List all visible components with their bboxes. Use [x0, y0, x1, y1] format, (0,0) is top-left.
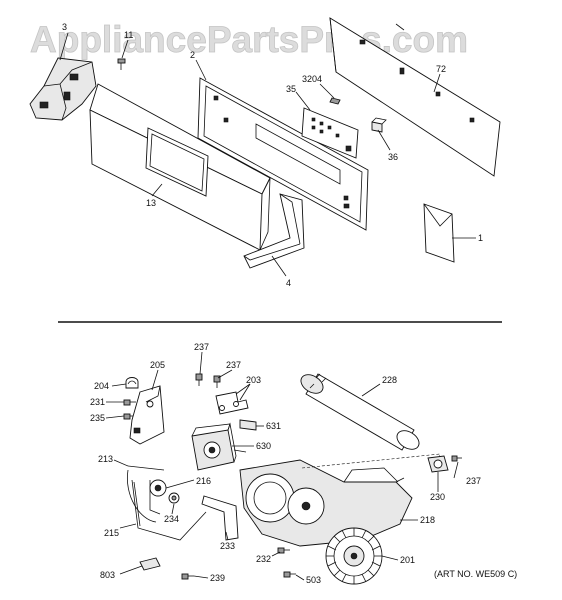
part-215-harness: [131, 479, 207, 541]
callout-1: 1: [478, 233, 483, 243]
callout-3: 3: [62, 22, 67, 32]
part-630-motor: [191, 422, 247, 471]
part-231-screw: [123, 399, 136, 406]
callout-230: 230: [430, 492, 445, 502]
callout-36: 36: [388, 152, 398, 162]
part-216-idler-pulley: [149, 479, 167, 515]
part-4-bracket: [243, 193, 305, 269]
part-35-control-board: [301, 107, 359, 159]
callout-237-c: 237: [466, 476, 481, 486]
part-1-literature: [423, 203, 455, 263]
part-3-end-cap: [29, 57, 97, 121]
callout-803: 803: [100, 570, 115, 580]
assembly-guide: [301, 453, 441, 469]
callout-213: 213: [98, 454, 113, 464]
callout-233: 233: [220, 541, 235, 551]
callout-4: 4: [286, 278, 291, 288]
callout-630: 630: [256, 441, 271, 451]
callout-231: 231: [90, 397, 105, 407]
part-234-pulley: [168, 492, 180, 504]
part-72-back-panel: [329, 17, 501, 177]
part-503-screw: [283, 571, 296, 578]
callout-218: 218: [420, 515, 435, 525]
art-number: (ART NO. WE509 C): [434, 569, 517, 579]
callout-237-b: 237: [226, 360, 241, 370]
part-218-blower-housing: [239, 459, 413, 547]
callout-239: 239: [210, 573, 225, 583]
part-230-thermostat: [427, 455, 449, 473]
callout-215: 215: [104, 528, 119, 538]
part-237-screw-a: [195, 373, 203, 386]
part-213-belt: [126, 465, 165, 523]
part-205-motor-bracket: [129, 385, 165, 445]
watermark-text: AppliancePartsPros.com: [30, 19, 468, 60]
lower-callouts: 237 205 237 203 228 204 231 235 631 630 …: [90, 342, 481, 585]
upper-callouts: 3 11 2 3204 35 72 36 13 4 1: [62, 22, 483, 288]
part-239-screw: [181, 573, 194, 580]
part-237-screw-c: [451, 455, 462, 462]
callout-2: 2: [190, 50, 195, 60]
callout-234: 234: [164, 514, 179, 524]
part-237-screw-b: [213, 375, 221, 388]
part-803-switch: [139, 557, 161, 571]
callout-203: 203: [246, 375, 261, 385]
part-203-switch-clips: [215, 391, 249, 415]
callout-3204: 3204: [302, 74, 322, 84]
callout-237-a: 237: [194, 342, 209, 352]
callout-631: 631: [266, 421, 281, 431]
part-36-knob: [371, 117, 387, 133]
part-233-base: [201, 495, 239, 541]
upper-leader-lines: [59, 32, 476, 277]
lower-leader-lines: [105, 351, 459, 581]
callout-228: 228: [382, 375, 397, 385]
part-201-blower-wheel: [325, 527, 383, 585]
part-232-screw: [277, 547, 290, 554]
callout-13: 13: [146, 198, 156, 208]
callout-216: 216: [196, 476, 211, 486]
callout-205: 205: [150, 360, 165, 370]
callout-35: 35: [286, 84, 296, 94]
part-228-duct: [300, 373, 420, 451]
part-11-screw: [117, 58, 126, 70]
callout-204: 204: [94, 381, 109, 391]
callout-201: 201: [400, 555, 415, 565]
callout-235: 235: [90, 413, 105, 423]
callout-11: 11: [124, 30, 133, 40]
callout-503: 503: [306, 575, 321, 585]
callout-72: 72: [436, 64, 446, 74]
part-3204-clip: [329, 97, 341, 105]
part-204-clamp: [125, 377, 139, 389]
callout-232: 232: [256, 554, 271, 564]
part-631-connector: [239, 419, 257, 431]
part-13-control-panel: [89, 83, 271, 251]
